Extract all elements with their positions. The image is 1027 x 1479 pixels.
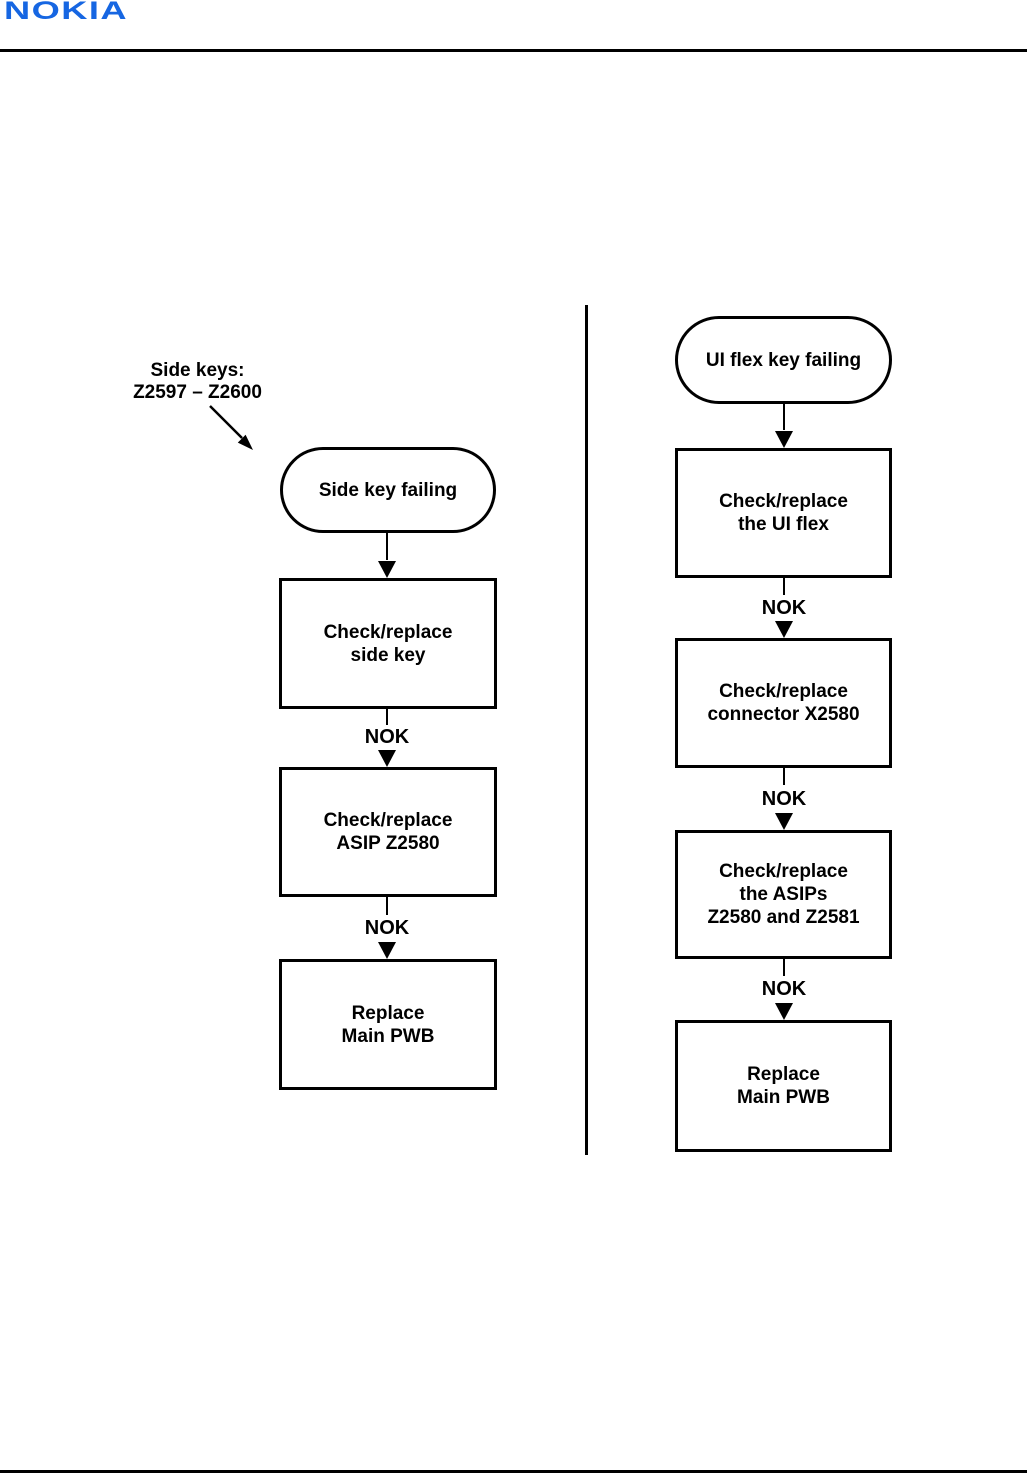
nokia-logo: NOKIA [4, 0, 129, 25]
arrow-down-icon [378, 561, 396, 578]
right-connector-2: NOK [749, 578, 819, 638]
left-step-1-line-2: side key [350, 644, 426, 666]
connector-line [386, 709, 388, 725]
left-step-2-line-1: Check/replace [323, 810, 453, 831]
connector-line [783, 768, 785, 785]
nok-label: NOK [761, 978, 807, 1000]
footer-rule [0, 1470, 1027, 1473]
connector-line [783, 578, 785, 595]
right-step-4-line-2: Main PWB [737, 1087, 830, 1108]
arrow-down-icon [775, 813, 793, 830]
arrow-down-icon [378, 750, 396, 767]
nok-label: NOK [364, 726, 410, 748]
right-step-2-line-1: Check/replace [719, 681, 848, 702]
callout-line-2: Z2597 – Z2600 [133, 382, 262, 403]
right-step-1-line-2: the UI flex [738, 514, 829, 535]
right-connector-4: NOK [749, 959, 819, 1020]
header-rule [0, 49, 1027, 52]
arrow-down-icon [775, 621, 793, 638]
right-step-2-box: Check/replace connector X2580 [675, 638, 892, 768]
nok-label: NOK [364, 917, 410, 939]
right-step-4-box: Replace Main PWB [675, 1020, 892, 1152]
arrow-down-icon [775, 431, 793, 448]
right-connector-3: NOK [749, 768, 819, 830]
left-connector-2: NOK [352, 709, 422, 767]
connector-line [386, 533, 388, 560]
left-step-2-line-2: ASIP Z2580 [336, 833, 440, 854]
left-step-3-line-1: Replace [351, 1002, 425, 1024]
left-start-terminator: Side key failing [280, 447, 496, 533]
nok-label: NOK [761, 596, 807, 619]
left-start-label: Side key failing [318, 479, 458, 501]
right-step-4-line-1: Replace [747, 1064, 820, 1085]
side-keys-callout: Side keys: Z2597 – Z2600 [110, 360, 285, 404]
right-step-3-box: Check/replace the ASIPs Z2580 and Z2581 [675, 830, 892, 959]
connector-line [783, 404, 785, 430]
arrow-down-icon [775, 1003, 793, 1020]
callout-arrow-icon [209, 405, 253, 450]
connector-line [386, 897, 388, 915]
right-step-3-line-1: Check/replace [719, 861, 848, 882]
left-step-3-box: Replace Main PWB [279, 959, 497, 1090]
right-step-3-line-2: the ASIPs [739, 884, 828, 905]
left-connector-1 [352, 533, 422, 578]
left-step-1-box: Check/replace side key [279, 578, 497, 709]
arrow-down-icon [378, 942, 396, 959]
right-step-2-line-2: connector X2580 [707, 704, 860, 725]
right-step-1-line-1: Check/replace [719, 491, 848, 512]
right-connector-1 [749, 404, 819, 448]
left-step-2-box: Check/replace ASIP Z2580 [279, 767, 497, 897]
column-divider-line [585, 305, 588, 1155]
left-connector-3: NOK [352, 897, 422, 959]
right-start-label: UI flex key failing [705, 349, 862, 371]
right-step-1-box: Check/replace the UI flex [675, 448, 892, 578]
callout-line-1: Side keys: [150, 360, 245, 381]
connector-line [783, 959, 785, 976]
nok-label: NOK [761, 787, 807, 810]
left-step-1-line-1: Check/replace [323, 621, 453, 643]
right-start-terminator: UI flex key failing [675, 316, 892, 404]
left-step-3-line-2: Main PWB [341, 1025, 435, 1047]
right-step-3-line-3: Z2580 and Z2581 [707, 907, 860, 928]
